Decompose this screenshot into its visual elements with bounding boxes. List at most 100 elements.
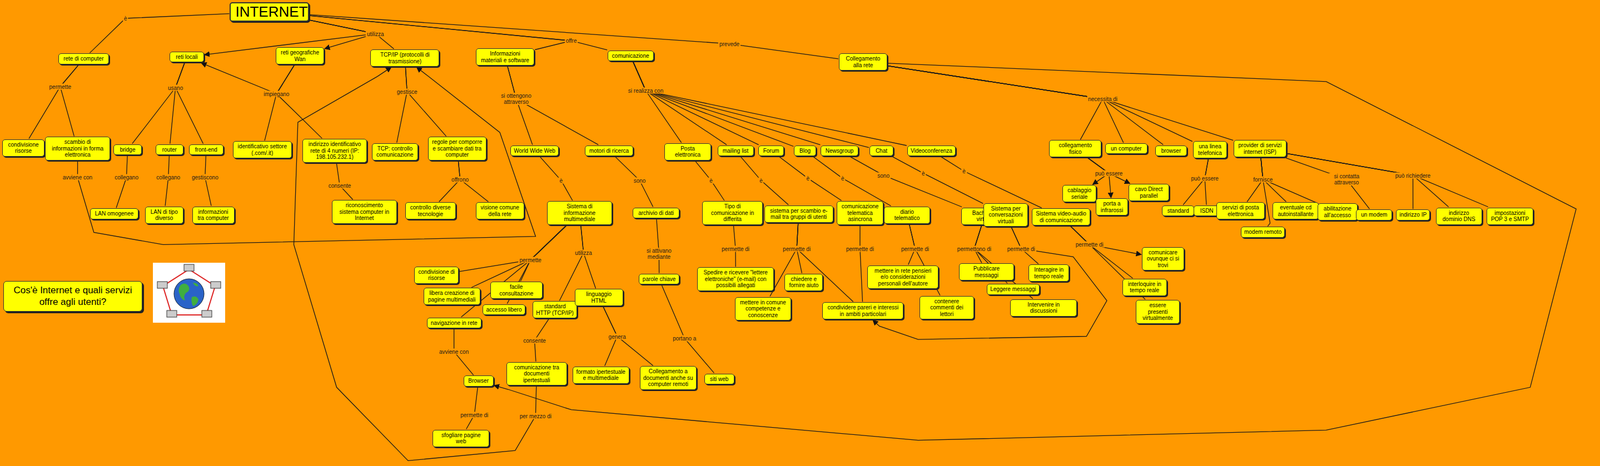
- concept-link: [520, 225, 567, 282]
- concept-box: Forum: [758, 145, 785, 157]
- linking-phrase: necessita di: [1086, 95, 1119, 102]
- concept-text: formato ipertestuale e multimediale: [575, 369, 626, 382]
- concept-text: comunicazione: [610, 52, 651, 60]
- linking-phrase: è: [758, 177, 764, 184]
- concept-link: [633, 61, 794, 147]
- concept-text: indirizzo IP: [1399, 211, 1427, 219]
- concept-text: abilitazione all'accesso: [1320, 205, 1355, 219]
- concept-box: Blog: [793, 145, 816, 157]
- concept-link: [539, 156, 573, 201]
- concept-text: Interagire in tempo reale: [1031, 266, 1066, 280]
- concept-box: Pubblicare messaggi: [958, 263, 1014, 281]
- concept-link: [860, 225, 863, 303]
- concept-box: visione comune della rete: [475, 202, 525, 220]
- concept-box: accesso libero: [482, 304, 525, 316]
- concept-text: identificativo settore (.com/.it): [236, 143, 288, 157]
- concept-box: reti geografiche Wan: [275, 47, 325, 65]
- concept-text: condivisione di risorse: [417, 269, 456, 282]
- concept-link: [28, 65, 79, 139]
- concept-link: [264, 65, 295, 141]
- concept-text: Collegamento alla rete: [842, 55, 884, 69]
- concept-link: [309, 20, 395, 49]
- concept-link: [175, 62, 204, 144]
- concept-text: Sistema di informazione multimediale: [550, 203, 609, 223]
- concept-link: [887, 66, 1193, 142]
- concept-box: modem remoto: [1240, 226, 1286, 238]
- linking-phrase: si realizza con: [627, 87, 665, 94]
- concept-box: facile consultazione: [490, 281, 543, 300]
- concept-text: interloquire in tempo reale: [1125, 281, 1164, 295]
- linking-phrase: può essere: [1094, 170, 1124, 177]
- concept-box: condivisione risorse: [2, 139, 45, 157]
- concept-link: [887, 66, 1164, 146]
- concept-box: Sistema video-audio di comunicazione: [1031, 208, 1091, 226]
- concept-box: Spedire e ricevere "lettere elettroniche…: [697, 267, 774, 292]
- linking-phrase: avviene con: [438, 349, 470, 356]
- linking-phrase: può essere: [1189, 175, 1220, 182]
- concept-box: parole chiave: [638, 274, 679, 286]
- concept-link: [892, 156, 983, 204]
- linking-phrase: consente: [522, 337, 548, 344]
- concept-link: [507, 66, 599, 145]
- concept-text: INTERNET: [235, 3, 303, 21]
- concept-box: front-end: [189, 144, 223, 156]
- concept-box: Chat: [869, 145, 894, 157]
- linking-phrase: genera: [607, 333, 628, 340]
- concept-link: [941, 156, 1042, 208]
- concept-box: rete di computer: [58, 53, 109, 65]
- concept-link: [494, 63, 1577, 441]
- concept-text: indirizzo dominio DNS: [1439, 210, 1479, 223]
- concept-box: eventuale cd autoinstallante: [1272, 202, 1319, 220]
- concept-box: porta a infrarossi: [1095, 198, 1129, 216]
- concept-link: [405, 67, 446, 137]
- linking-phrase: si attivano mediante: [639, 247, 679, 261]
- concept-text: un modem: [1359, 211, 1389, 219]
- concept-text: controllo diverse tecnologie: [408, 204, 453, 218]
- concept-link: [165, 155, 170, 207]
- concept-box: LAN di tipo diverso: [145, 206, 184, 225]
- concept-box: impostazioni POP 3 e SMTP: [1486, 207, 1533, 226]
- concept-box: siti web: [704, 374, 735, 386]
- concept-text: libera creazione di pagine multimediali: [426, 290, 477, 303]
- concept-link: [309, 15, 572, 50]
- title-box: Cos'è Internet e quali servizi offre agl…: [3, 281, 143, 312]
- concept-box: collegamento fisico: [1049, 140, 1102, 158]
- concept-box: TCP: controllo comunicazione: [371, 143, 419, 161]
- concept-box: motori di ricerca: [584, 145, 634, 157]
- concept-text: Sistema video-audio di comunicazione: [1035, 210, 1087, 224]
- concept-text: indirizzo identificativo rete di 4 numer…: [305, 141, 364, 161]
- concept-box: TCP/IP (protocolli di trasmissione): [370, 49, 440, 67]
- concept-link: [459, 225, 567, 272]
- concept-text: Sistema per conversazioni virtuali: [986, 205, 1025, 226]
- concept-text: facile consultazione: [493, 284, 540, 297]
- concept-link: [77, 67, 536, 245]
- linking-phrase: utilizza: [365, 30, 386, 37]
- concept-link: [1183, 158, 1209, 206]
- linking-phrase: permette di: [900, 245, 931, 252]
- linking-phrase: è: [708, 177, 714, 184]
- concept-text: Posta elettronica: [667, 145, 708, 159]
- concept-text: collegamento fisico: [1052, 142, 1098, 156]
- concept-text: standard HTTP (TCP/IP): [535, 303, 574, 317]
- concept-link: [603, 306, 654, 366]
- continents: [178, 282, 199, 307]
- concept-text: cavo Direct parallel: [1131, 186, 1166, 200]
- concept-text: mettere in rete pensieri e/o considerazi…: [870, 267, 935, 288]
- linking-phrase: è: [122, 15, 129, 22]
- concept-box: comunicare ovunque ci si trovi: [1141, 247, 1185, 272]
- concept-text: TCP: controllo comunicazione: [375, 145, 415, 159]
- concept-text: chiedere e fornire aiuto: [787, 276, 820, 290]
- concept-link: [778, 156, 842, 201]
- linking-phrase: fornisce: [1251, 176, 1274, 183]
- concept-link: [580, 225, 596, 290]
- linking-phrase: permette: [518, 256, 543, 263]
- concept-box: interloquire in tempo reale: [1122, 279, 1167, 297]
- concept-box: mettere in comune competenze e conoscenz…: [734, 297, 792, 322]
- concept-text: comunicare ovunque ci si trovi: [1145, 249, 1181, 270]
- computer: [201, 310, 212, 318]
- concept-text: Forum: [761, 147, 782, 155]
- concept-link: [633, 61, 869, 148]
- concept-box: informazioni tra computer: [192, 206, 235, 225]
- concept-text: parole chiave: [642, 276, 676, 283]
- concept-box: Sistema per conversazioni virtuali: [983, 203, 1028, 228]
